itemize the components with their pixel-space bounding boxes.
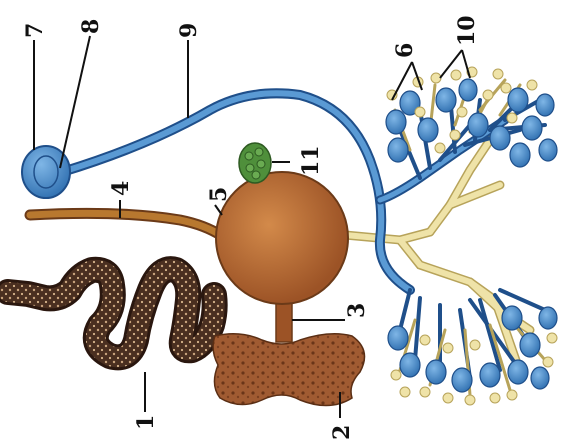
butterfly-gland: [213, 334, 364, 406]
central-ball: [216, 172, 348, 304]
label-10: 10: [454, 15, 480, 46]
brown-tube: [30, 213, 222, 236]
label-4: 4: [108, 181, 134, 196]
label-6: 6: [392, 43, 418, 58]
coiled-tube: [8, 269, 215, 357]
label-2: 2: [329, 425, 355, 440]
label-9: 9: [176, 23, 202, 38]
label-11: 11: [298, 145, 324, 176]
label-3: 3: [344, 303, 370, 318]
label-8: 8: [78, 19, 104, 34]
label-5: 5: [206, 187, 232, 202]
label-1: 1: [133, 415, 159, 430]
green-cluster: [239, 143, 271, 183]
lower-branch-cluster: [388, 290, 557, 405]
label-7: 7: [22, 23, 48, 38]
